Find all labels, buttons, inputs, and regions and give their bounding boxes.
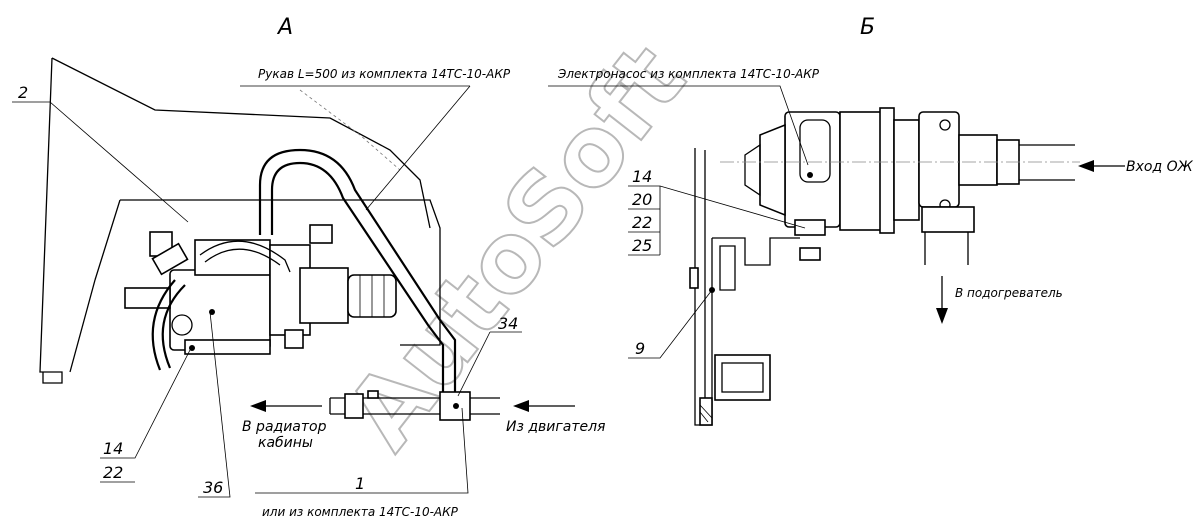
motor-cap	[759, 123, 786, 217]
hose-loop-inner	[270, 161, 445, 395]
leader-2	[12, 101, 189, 223]
leader-34	[457, 331, 491, 397]
callout-2: 2	[18, 83, 28, 102]
view-b: Б	[548, 15, 1194, 426]
heater-body	[169, 269, 271, 351]
callout-22-b: 22	[632, 213, 652, 232]
outlet-pipe	[924, 232, 969, 265]
exhaust-hose	[161, 284, 186, 369]
callout-9: 9	[635, 339, 645, 358]
leader-36	[198, 311, 231, 498]
pump-flange-b	[879, 107, 895, 234]
callout-22: 22	[103, 463, 123, 482]
to-heater-label: В подогреватель	[955, 286, 1063, 300]
inlet-coupling	[958, 134, 998, 186]
frame-plate	[120, 199, 441, 346]
callout-1: 1	[355, 474, 365, 493]
callout-36: 36	[203, 478, 223, 497]
pump-body	[299, 267, 349, 324]
leader-14-22	[100, 349, 191, 459]
heater-base	[184, 339, 271, 355]
leader-hose	[365, 85, 471, 211]
bracket	[711, 237, 800, 400]
cab-top-contour	[51, 57, 431, 229]
outlet-coupling	[921, 206, 975, 233]
pump-volute	[918, 111, 960, 208]
pump-head	[893, 119, 920, 221]
callout-25: 25	[632, 236, 652, 255]
pump-motor	[784, 111, 841, 228]
heater-top-block	[194, 239, 271, 276]
bottom-note: или из комплекта 14ТС-10-АКР	[262, 505, 459, 519]
view-label-b: Б	[860, 15, 875, 40]
pump-valve	[309, 224, 333, 244]
callout-14-b: 14	[632, 167, 652, 186]
inlet-pipe	[1019, 144, 1075, 181]
pipe-clamp-1	[344, 393, 364, 419]
pump-housing	[839, 111, 886, 231]
heater-connector	[151, 242, 189, 276]
from-engine-label: Из двигателя	[506, 419, 605, 435]
to-radiator-line1: В радиатор	[242, 419, 327, 435]
inlet-label: Вход ОЖ	[1126, 159, 1194, 175]
drain-pipe	[199, 240, 291, 273]
callout-20: 20	[632, 190, 652, 209]
leader-pump	[548, 85, 809, 166]
view-a: А	[12, 15, 605, 519]
to-radiator-line2: кабины	[258, 435, 313, 451]
view-label-a: А	[276, 15, 293, 40]
hose-loop-outer	[258, 148, 457, 395]
pump-note: Электронасос из комплекта 14ТС-10-АКР	[557, 67, 820, 81]
callout-34: 34	[498, 314, 518, 333]
junction-box	[714, 354, 771, 401]
hose-note: Рукав L=500 из комплекта 14ТС-10-АКР	[258, 67, 511, 81]
cab-wall	[39, 57, 63, 384]
callout-14: 14	[103, 439, 123, 458]
leader-9	[628, 289, 713, 359]
leader-1	[255, 407, 469, 494]
